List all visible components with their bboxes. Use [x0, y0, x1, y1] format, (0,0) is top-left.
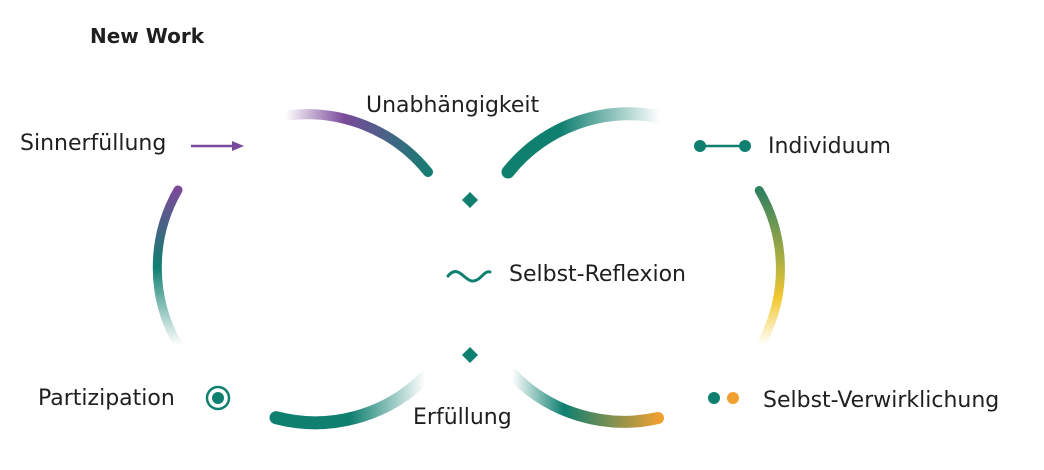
connected-dots-icon [694, 140, 751, 152]
label-selbst-reflexion: Selbst-Reflexion [509, 262, 686, 287]
arc-bottom-left [269, 371, 432, 430]
label-partizipation: Partizipation [38, 386, 175, 411]
two-dots-icon [708, 392, 739, 404]
arc-right [754, 186, 785, 345]
target-icon [205, 385, 231, 411]
diagram-title: New Work [90, 24, 204, 48]
diamond-icon-top [462, 192, 478, 208]
arc-left [152, 185, 183, 350]
arc-top-left [280, 109, 433, 177]
arc-top-right [501, 107, 667, 179]
label-unabhaengigkeit: Unabhängigkeit [366, 93, 540, 118]
label-erfuellung: Erfüllung [413, 405, 512, 430]
arc-bottom-right [505, 367, 664, 428]
label-individuum: Individuum [768, 134, 891, 159]
wave-icon [446, 270, 492, 283]
label-sinnerfuellung: Sinnerfüllung [20, 131, 167, 156]
label-selbst-verwirklichung: Selbst-Verwirklichung [763, 388, 1000, 413]
arrow-icon [191, 141, 244, 151]
diamond-icon-bottom [462, 347, 478, 363]
